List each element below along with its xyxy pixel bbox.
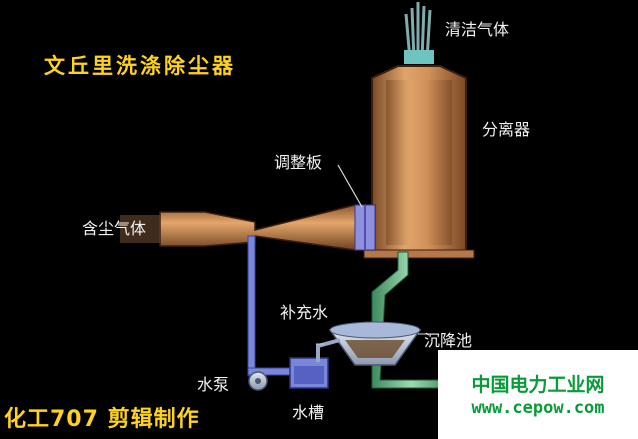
separator-vessel xyxy=(363,65,475,259)
water-pump xyxy=(248,371,268,391)
settling-tank xyxy=(328,321,430,366)
dusty-gas-label: 含尘气体 xyxy=(82,219,147,238)
baffle-plate xyxy=(337,164,376,251)
makeup-water-pipe xyxy=(316,338,341,362)
credit-caption: 化工707 剪辑制作 xyxy=(4,407,200,432)
settling-tank-label: 沉降池 xyxy=(424,331,473,350)
watermark: 中国电力工业网 www.cepow.com xyxy=(438,350,638,439)
watermark-url: www.cepow.com xyxy=(471,398,605,418)
pump-label: 水泵 xyxy=(197,375,230,394)
watermark-name: 中国电力工业网 xyxy=(471,374,605,396)
baffle-label: 调整板 xyxy=(274,153,323,172)
water-tank xyxy=(289,357,329,389)
diagram-title: 文丘里洗涤除尘器 xyxy=(44,54,236,78)
water-tank-label: 水槽 xyxy=(292,403,325,422)
makeup-water-label: 补充水 xyxy=(280,303,329,322)
clean-gas-stream xyxy=(404,2,434,64)
clean-gas-label: 清洁气体 xyxy=(445,20,510,39)
separator-label: 分离器 xyxy=(482,120,531,139)
